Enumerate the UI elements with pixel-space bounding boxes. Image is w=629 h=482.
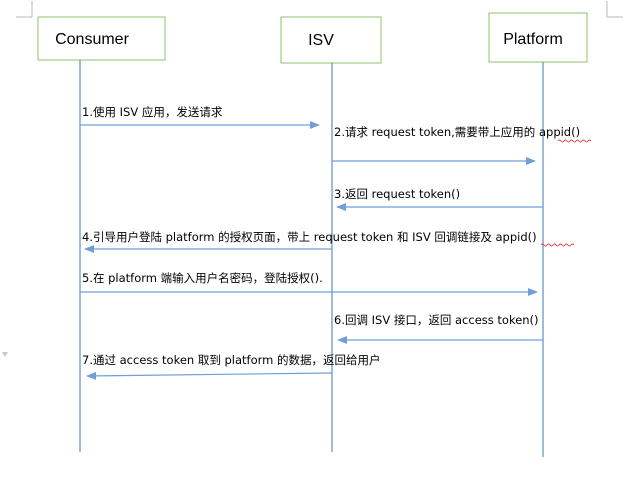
participant-isv-box (280, 16, 382, 64)
message-5-label: 5.在 platform 端输入用户名密码，登陆授权(). (82, 271, 323, 285)
spellcheck-underline (557, 139, 592, 143)
message-3-label: 3.返回 request token() (334, 187, 460, 201)
participant-isv-label: ISV (308, 32, 334, 49)
message-1-label: 1.使用 ISV 应用，发送请求 (82, 105, 223, 119)
message-7-arrow (86, 371, 333, 380)
message-3: 3.返回 request token() (334, 187, 543, 211)
message-6: 6.回调 ISV 接口，返回 access token() (334, 313, 543, 344)
participant-consumer-box (37, 16, 166, 61)
page-corner-marks (16, 1, 623, 18)
message-1: 1.使用 ISV 应用，发送请求 (80, 105, 320, 129)
message-4-label: 4.引导用户登陆 platform 的授权页面，带上 request token… (82, 230, 537, 244)
participant-consumer: Consumer (37, 16, 166, 61)
participant-platform-box (488, 12, 588, 63)
message-2: 2.请求 request token,需要带上应用的 appid() (332, 125, 592, 165)
margin-marker-icon (2, 352, 8, 357)
participant-consumer-label: Consumer (55, 31, 129, 48)
participant-platform: Platform (488, 12, 588, 63)
message-5: 5.在 platform 端输入用户名密码，登陆授权(). (80, 271, 538, 296)
message-2-label: 2.请求 request token,需要带上应用的 appid() (334, 125, 580, 139)
participant-platform-label: Platform (503, 31, 563, 48)
message-6-label: 6.回调 ISV 接口，返回 access token() (334, 313, 539, 327)
spellcheck-underline (540, 243, 575, 247)
message-7: 7.通过 access token 取到 platform 的数据，返回给用户 (82, 353, 381, 380)
message-4: 4.引导用户登陆 platform 的授权页面，带上 request token… (82, 230, 575, 253)
participant-isv: ISV (280, 16, 382, 64)
message-7-label: 7.通过 access token 取到 platform 的数据，返回给用户 (82, 353, 381, 367)
